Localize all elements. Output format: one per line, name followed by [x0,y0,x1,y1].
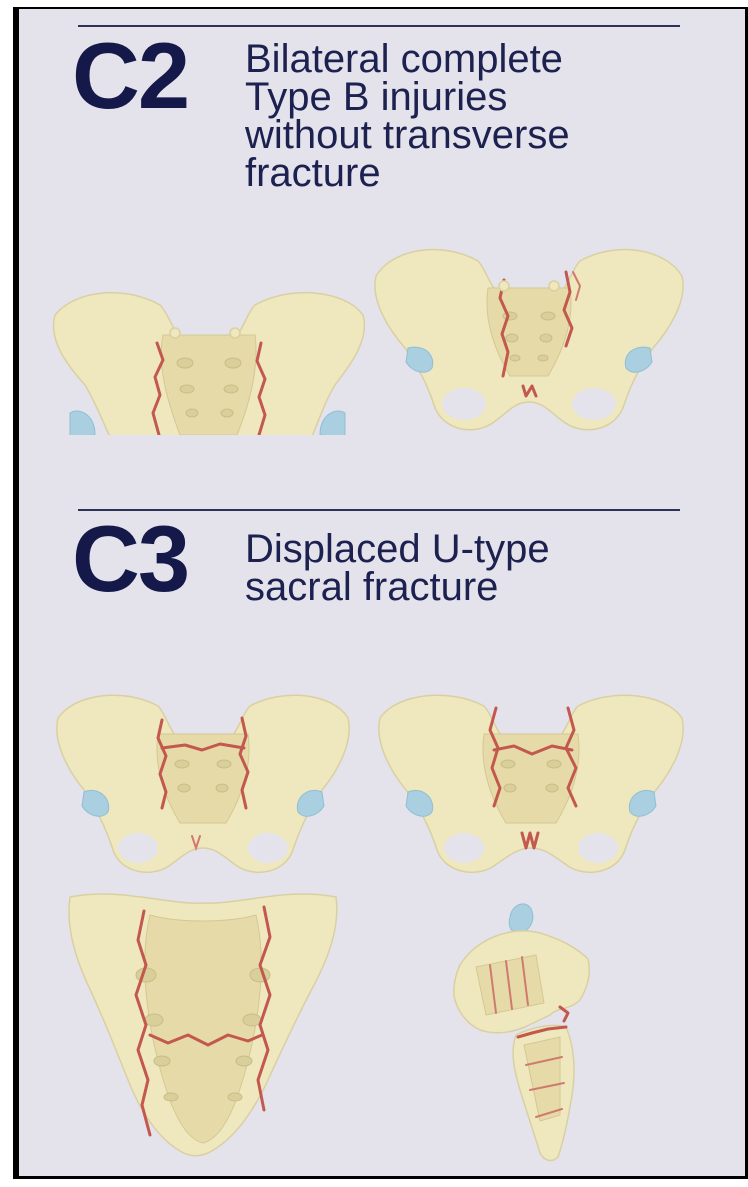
c2-description-line-3: without transverse [245,116,570,154]
c3-description-line-2: sacral fracture [245,568,550,606]
c3-sacrum-frontal-illustration [58,885,348,1160]
c2-code: C2 [72,29,188,123]
c3-description-line-1: Displaced U-type [245,530,550,568]
c3-sacrum-lateral-illustration [440,895,630,1170]
c2-description: Bilateral complete Type B injuries witho… [245,40,570,192]
c3-pelvis-illustration-right [372,688,690,883]
c3-code: C3 [72,512,188,606]
c3-pelvis-illustration-left [50,688,355,883]
c3-description: Displaced U-type sacral fracture [245,530,550,606]
c2-pelvis-illustration-right [368,236,690,441]
c2-description-line-4: fracture [245,154,570,192]
c2-description-line-2: Type B injuries [245,78,570,116]
c2-description-line-1: Bilateral complete [245,40,570,78]
c2-pelvis-illustration-left [45,285,370,437]
